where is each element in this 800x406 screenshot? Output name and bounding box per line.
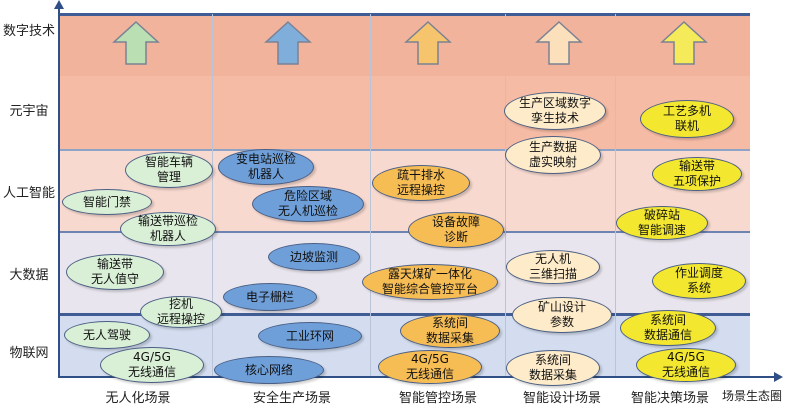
pill-inter-system-data-collection: 系统间 数据采集: [400, 314, 500, 348]
y-axis-arrow-icon: [54, 0, 64, 9]
up-arrow-icon: [264, 20, 312, 65]
layer-band-digital-tech: [58, 14, 750, 76]
up-arrow-icon: [112, 20, 160, 65]
pill-hazard-drone-inspection: 危险区域 无人机巡检: [252, 186, 364, 222]
pill-multi-machine-linkage: 工艺多机 联机: [640, 100, 734, 138]
up-arrow-icon: [660, 20, 708, 65]
up-arrow-icon: [404, 20, 452, 65]
pill-mine-design-parameters: 矿山设计 参数: [512, 297, 612, 333]
layer-border-ai: [58, 149, 750, 151]
pill-integrated-control-platform: 露天煤矿一体化 智能综合管控平台: [362, 264, 498, 300]
pill-crusher-smart-speed: 破碎站 智能调速: [616, 206, 708, 240]
x-axis-title: 场景生态圈: [722, 389, 783, 403]
layer-band-metaverse: [58, 76, 750, 150]
x-axis-arrow-icon: [774, 372, 783, 382]
pill-drainage-remote-control: 疏干排水 远程操控: [372, 165, 470, 201]
layer-border-iot: [58, 313, 750, 316]
column-divider: [212, 14, 213, 376]
pill-4g5g-wireless: 4G/5G 无线通信: [636, 348, 736, 382]
pill-smart-vehicle-management: 智能车辆 管理: [125, 152, 213, 188]
layer-label-iot: 物联网: [9, 346, 49, 361]
layer-label-ai: 人工智能: [2, 186, 55, 201]
scene-label-control: 智能管控场景: [398, 391, 477, 406]
pill-production-data-mapping: 生产数据 虚实映射: [505, 136, 601, 174]
pill-dispatch-system: 作业调度 系统: [652, 263, 746, 299]
layer-label-digital-tech: 数字技术: [2, 24, 55, 39]
pill-conveyor-five-protections: 输送带 五项保护: [652, 157, 742, 191]
pill-core-network: 核心网络: [214, 356, 324, 384]
pill-electronic-fence: 电子栅栏: [223, 283, 317, 311]
scene-label-design: 智能设计场景: [522, 391, 601, 406]
layer-label-metaverse: 元宇宙: [9, 104, 49, 119]
pill-inter-system-data-communication: 系统间 数据通信: [620, 310, 716, 346]
pill-smart-access-control: 智能门禁: [62, 189, 152, 215]
pill-conveyor-inspection-robot: 输送带巡检 机器人: [120, 212, 216, 246]
column-divider: [615, 14, 616, 376]
scene-label-decision: 智能决策场景: [630, 391, 709, 406]
y-axis: [58, 4, 60, 378]
up-arrow-icon: [535, 20, 583, 65]
layer-label-big-data: 大数据: [9, 268, 49, 283]
column-divider: [370, 14, 371, 376]
pill-excavator-remote-control: 挖机 远程操控: [140, 296, 222, 328]
pill-equipment-fault-diagnosis: 设备故障 诊断: [408, 212, 504, 248]
pill-digital-twin: 生产区域数字 孪生技术: [504, 92, 606, 130]
layer-border-top: [58, 13, 750, 16]
pill-drone-3d-scanning: 无人机 三维扫描: [506, 250, 600, 284]
column-divider: [505, 14, 506, 376]
pill-driverless: 无人驾驶: [64, 321, 150, 349]
pill-inter-system-data-collection: 系统间 数据采集: [506, 350, 600, 386]
scene-label-unmanned: 无人化场景: [105, 391, 171, 406]
scene-label-safety: 安全生产场景: [252, 391, 331, 406]
pill-industrial-ring-network: 工业环网: [258, 322, 362, 350]
pill-4g5g-wireless: 4G/5G 无线通信: [378, 350, 482, 384]
pill-slope-monitoring: 边坡监测: [268, 243, 360, 271]
layer-border-big-data: [58, 231, 750, 233]
pill-conveyor-unattended: 输送带 无人值守: [66, 254, 164, 290]
pill-4g5g-wireless: 4G/5G 无线通信: [100, 347, 204, 383]
pill-substation-inspection-robot: 变电站巡检 机器人: [218, 149, 314, 185]
